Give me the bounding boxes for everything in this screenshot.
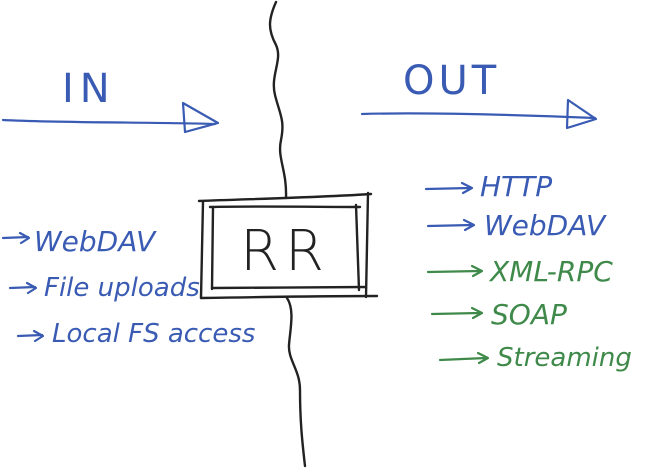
input-item: File uploads [8,273,200,303]
output-item: Streaming [438,343,632,373]
arrow-icon [1,231,31,245]
output-item: HTTP [424,170,552,203]
out-arrow [360,98,598,130]
input-label: Local FS access [52,319,255,349]
divider-line-top [268,0,288,200]
arrow-icon [426,264,484,278]
divider-line-bottom [285,296,307,468]
rr-label: RR [240,219,330,284]
output-label: WebDAV [484,209,607,242]
in-label: IN [62,66,116,112]
arrow-icon [438,351,490,365]
input-item: WebDAV [1,225,157,258]
out-label: OUT [403,58,500,104]
arrow-icon [430,306,484,320]
in-arrow [1,101,220,134]
arrow-icon [424,181,474,195]
arrow-icon [16,329,45,343]
output-label: SOAP [491,298,567,331]
input-label: File uploads [44,273,200,303]
arrow-icon [8,281,38,295]
output-label: Streaming [497,343,632,373]
output-label: HTTP [480,170,552,203]
output-item: WebDAV [426,209,607,242]
output-item: SOAP [430,298,567,331]
rr-box: RR [197,191,379,300]
input-item: Local FS access [16,319,255,349]
output-item: XML-RPC [426,255,613,288]
output-label: XML-RPC [488,255,613,288]
arrow-icon [426,218,476,232]
input-label: WebDAV [34,225,157,258]
